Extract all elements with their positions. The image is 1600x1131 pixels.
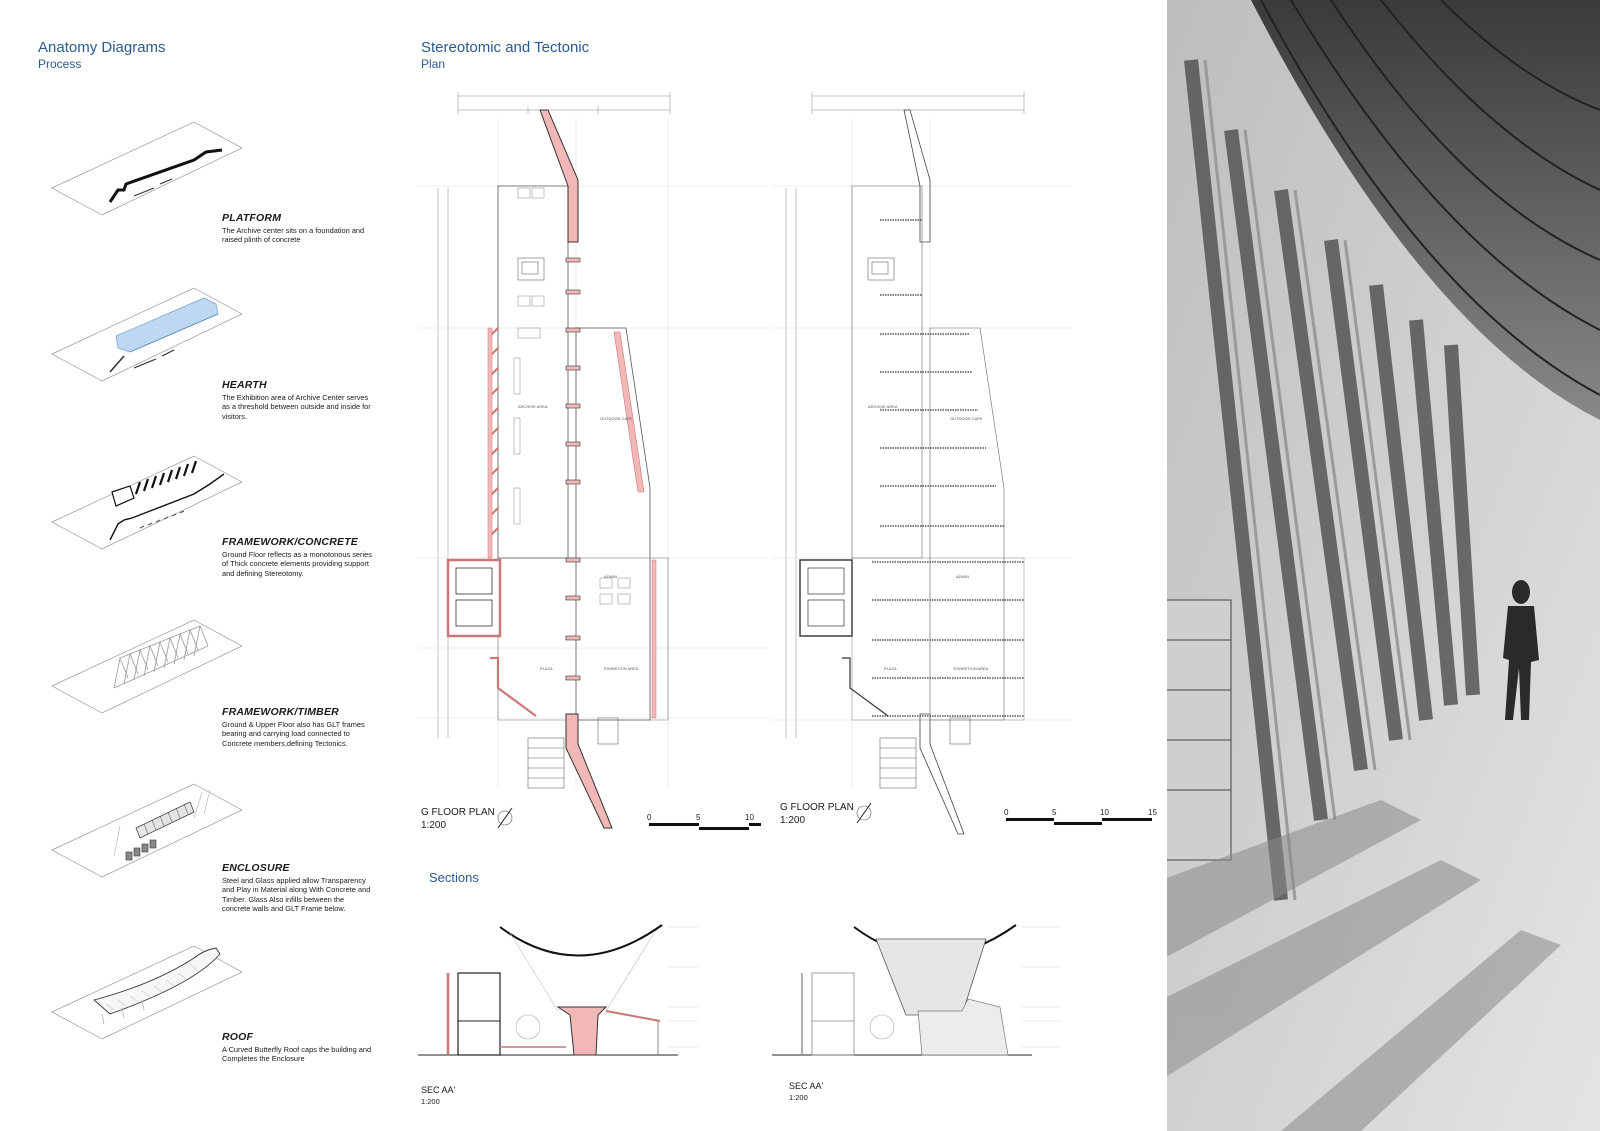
svg-text:ARCHIVE AREA: ARCHIVE AREA <box>518 404 548 409</box>
step-description: The Exhibition area of Archive Center se… <box>222 393 371 421</box>
step-title: PLATFORM <box>222 212 282 224</box>
section-scale: 1:200 <box>421 1097 440 1106</box>
anatomy-step-framework-concrete: FRAMEWORK/CONCRETE Ground Floor reflects… <box>222 536 372 578</box>
step-title: HEARTH <box>222 379 267 391</box>
plan-scale: 1:200 <box>421 820 447 831</box>
step-description: A Curved Butterfly Roof caps the buildin… <box>222 1045 372 1064</box>
section-title: SEC AA' <box>421 1085 456 1095</box>
enclosure-diagram <box>51 783 243 878</box>
floor-plan-1-drawing: ARCHIVE AREA OUTDOOR CAFE ADMIN PLAZA EX… <box>418 92 768 829</box>
step-description: Ground & Upper Floor also has GLT frames… <box>222 720 365 748</box>
anatomy-step-enclosure: ENCLOSURE Steel and Glass applied allow … <box>222 862 372 914</box>
anatomy-step-platform: PLATFORM The Archive center sits on a fo… <box>222 212 372 245</box>
plan-2-label: G FLOOR PLAN 1:200 <box>780 801 854 827</box>
scale-tick: 5 <box>696 813 701 822</box>
step-description: Ground Floor reflects as a monotonous se… <box>222 550 372 578</box>
plan-scale: 1:200 <box>780 815 806 826</box>
svg-text:EXHIBITION AREA: EXHIBITION AREA <box>954 666 989 671</box>
svg-text:ADMIN: ADMIN <box>604 574 617 579</box>
framework-timber-diagram <box>51 619 243 714</box>
section-1-drawing <box>418 924 698 1056</box>
scale-tick: 0 <box>647 813 652 822</box>
anatomy-header: Anatomy Diagrams Process <box>38 39 166 71</box>
plan-title: G FLOOR PLAN <box>421 807 495 818</box>
section-2-label: SEC AA' 1:200 <box>789 1081 823 1103</box>
step-title: ROOF <box>222 1031 254 1043</box>
plan-subtitle: Plan <box>421 57 446 71</box>
floor-plan-2-drawing: ARCHIVE AREA OUTDOOR CAFE ADMIN PLAZA EX… <box>772 92 1072 835</box>
plan-title: G FLOOR PLAN <box>780 802 854 813</box>
plan-header: Stereotomic and Tectonic Plan <box>421 39 589 71</box>
plan-1-label: G FLOOR PLAN 1:200 <box>421 806 495 832</box>
anatomy-step-hearth: HEARTH The Exhibition area of Archive Ce… <box>222 379 372 421</box>
plan-title: Stereotomic and Tectonic <box>421 39 590 56</box>
svg-text:ARCHIVE AREA: ARCHIVE AREA <box>868 404 898 409</box>
framework-concrete-diagram <box>51 455 243 550</box>
section-scale: 1:200 <box>789 1093 808 1102</box>
sections-title: Sections <box>429 870 479 885</box>
svg-text:OUTDOOR CAFE: OUTDOOR CAFE <box>950 416 983 421</box>
section-1-label: SEC AA' 1:200 <box>421 1085 455 1107</box>
north-arrow-2-icon <box>856 802 872 824</box>
step-description: The Archive center sits on a foundation … <box>222 226 365 245</box>
step-title: ENCLOSURE <box>222 862 290 874</box>
step-title: FRAMEWORK/CONCRETE <box>222 536 359 548</box>
anatomy-title: Anatomy Diagrams <box>38 39 166 56</box>
scale-tick: 10 <box>1100 808 1109 817</box>
anatomy-step-roof: ROOF A Curved Butterfly Roof caps the bu… <box>222 1031 372 1064</box>
section-title: SEC AA' <box>789 1081 824 1091</box>
perspective-sketch-image <box>1161 0 1600 1131</box>
svg-text:PLAZA: PLAZA <box>540 666 553 671</box>
hearth-diagram <box>51 287 243 382</box>
perspective-render <box>1161 0 1600 1131</box>
svg-text:EXHIBITION AREA: EXHIBITION AREA <box>604 666 639 671</box>
step-title: FRAMEWORK/TIMBER <box>222 706 339 718</box>
scale-tick: 15 <box>1148 808 1157 817</box>
step-description: Steel and Glass applied allow Transparen… <box>222 876 371 914</box>
anatomy-step-framework-timber: FRAMEWORK/TIMBER Ground & Upper Floor al… <box>222 706 372 748</box>
anatomy-subtitle: Process <box>38 57 82 71</box>
scale-tick: 10 <box>745 813 754 822</box>
platform-diagram <box>51 121 243 216</box>
scale-tick: 0 <box>1004 808 1009 817</box>
section-2-drawing <box>772 924 1062 1056</box>
sections-header: Sections <box>429 869 479 887</box>
svg-text:ADMIN: ADMIN <box>956 574 969 579</box>
roof-diagram <box>51 945 243 1040</box>
svg-text:PLAZA: PLAZA <box>884 666 897 671</box>
scale-tick: 5 <box>1052 808 1057 817</box>
svg-text:OUTDOOR CAFE: OUTDOOR CAFE <box>600 416 633 421</box>
north-arrow-1-icon <box>497 807 513 829</box>
